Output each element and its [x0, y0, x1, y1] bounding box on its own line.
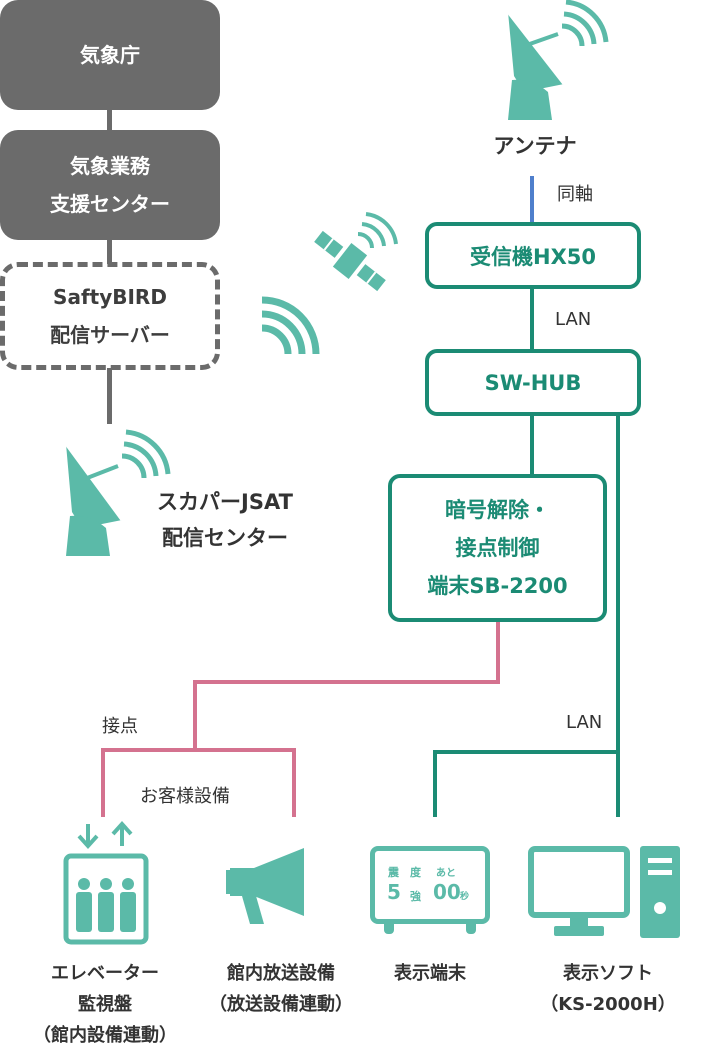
display-terminal-foot-left [384, 922, 394, 934]
jma-label: 気象庁 [80, 43, 140, 67]
delivery-server-label-2: 配信サーバー [50, 323, 170, 347]
lan-line-terminal [433, 750, 437, 817]
elevator-label-3: （館内設備連動） [33, 1025, 177, 1046]
contact-line-a [496, 620, 500, 684]
decoder-label-1: 暗号解除・ [445, 498, 550, 522]
support-center-label-2: 支援センター [50, 192, 170, 216]
contact-line-broadcast [292, 748, 296, 817]
skyperfect-label-2: 配信センター [162, 526, 288, 550]
coax-label: 同軸 [557, 184, 593, 205]
lan-label-2: LAN [566, 712, 603, 733]
display-sec: 秒 [460, 892, 470, 902]
display-shindo-2: 度 [410, 866, 421, 879]
antenna-dish-icon [506, 0, 609, 120]
antenna-label: アンテナ [493, 134, 577, 158]
decoder-label-3: 端末SB-2200 [427, 574, 568, 598]
display-terminal-frame [370, 846, 490, 924]
connector-jma-support [107, 108, 112, 132]
terminal-label: 表示端末 [360, 958, 500, 989]
display-terminal-icon: 震 度 あと 5 強 00 秒 [370, 846, 490, 938]
skyperfect-label: スカパーJSAT 配信センター [125, 484, 325, 556]
pc-monitor-icon [528, 846, 680, 938]
terminal-label-1: 表示端末 [394, 963, 466, 984]
display-number-seconds: 00 [433, 880, 461, 904]
satellite-icon [314, 212, 398, 292]
elevator-label-2: 監視盤 [78, 994, 132, 1015]
lan-line-hub-decoder [530, 414, 534, 478]
contact-label: 接点 [102, 716, 138, 737]
delivery-server-box: SaftyBIRD 配信サーバー [0, 262, 220, 370]
broadcast-label-1: 館内放送設備 [227, 963, 335, 984]
contact-line-elevator [101, 748, 105, 817]
jma-box: 気象庁 [0, 0, 220, 110]
satellite-dish-left-icon [64, 429, 171, 556]
support-center-label-1: 気象業務 [70, 154, 150, 178]
support-center-box: 気象業務 支援センター [0, 130, 220, 240]
software-label-2: （KS-2000H） [540, 994, 676, 1015]
receiver-box: 受信機HX50 [425, 222, 641, 289]
elevator-label: エレベーター 監視盤 （館内設備連動） [10, 958, 200, 1051]
coax-line [530, 176, 534, 224]
decoder-box: 暗号解除・ 接点制御 端末SB-2200 [388, 474, 607, 622]
contact-line-d [101, 748, 296, 752]
contact-line-b [193, 680, 500, 684]
lan-line-receiver-hub [530, 287, 534, 351]
display-shindo-1: 震 [388, 866, 399, 879]
megaphone-icon [226, 848, 304, 924]
display-terminal-foot-right [466, 922, 476, 934]
display-strong: 強 [410, 890, 421, 903]
lan-line-horizontal [433, 750, 620, 754]
lan-label-1: LAN [555, 309, 592, 330]
broadcast-label: 館内放送設備 （放送設備連動） [186, 958, 376, 1020]
connector-server-skyperfect [107, 368, 112, 424]
skyperfect-label-1: スカパーJSAT [157, 490, 293, 514]
decoder-label-2: 接点制御 [455, 536, 540, 560]
software-label-1: 表示ソフト [563, 963, 653, 984]
connector-support-server [107, 238, 112, 264]
elevator-label-1: エレベーター [51, 963, 159, 984]
lan-line-hub-down [616, 414, 620, 817]
sw-hub-label: SW-HUB [484, 370, 582, 395]
elevator-icon [63, 821, 149, 945]
display-number-intensity: 5 [387, 880, 401, 904]
signal-waves-icon [261, 296, 320, 355]
display-ato: あと [436, 868, 456, 879]
software-label: 表示ソフト （KS-2000H） [518, 958, 698, 1020]
contact-line-c [193, 680, 197, 752]
delivery-server-label-1: SaftyBIRD [53, 285, 167, 309]
sw-hub-box: SW-HUB [425, 349, 641, 416]
receiver-label: 受信機HX50 [470, 244, 596, 269]
guest-equipment-label: お客様設備 [140, 786, 230, 807]
broadcast-label-2: （放送設備連動） [209, 994, 353, 1015]
